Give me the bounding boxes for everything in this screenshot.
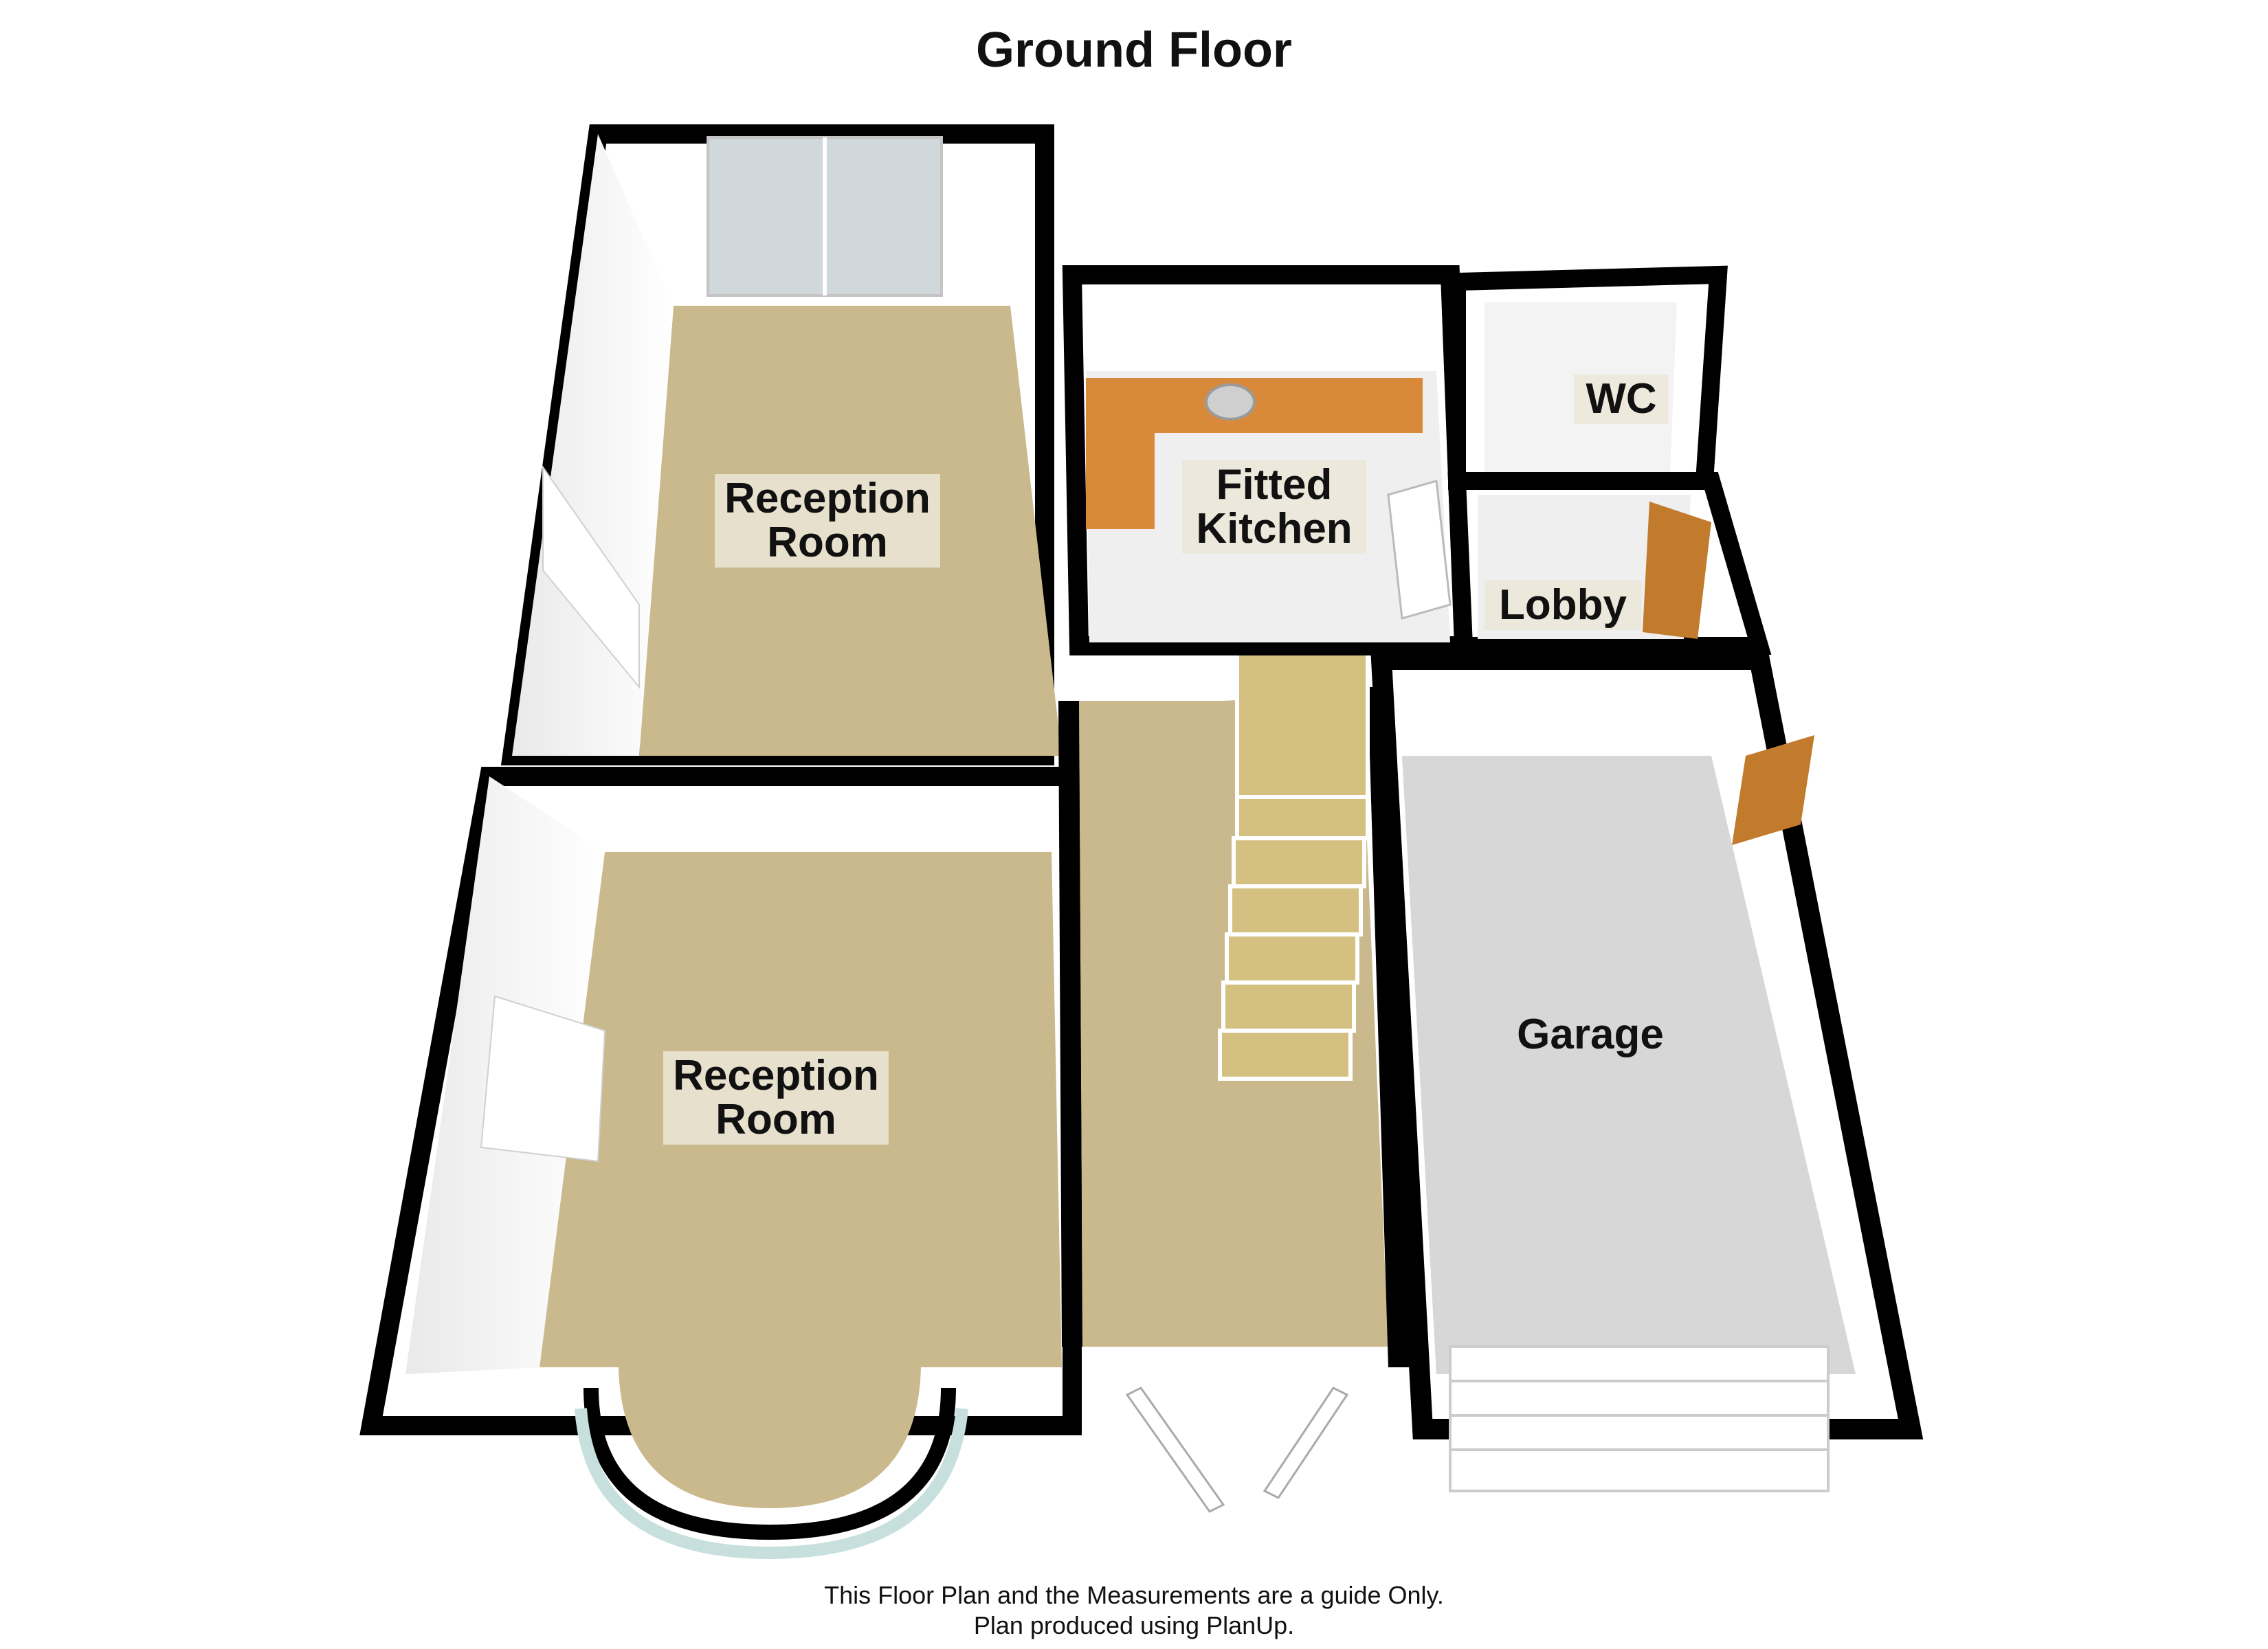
staircase [1218,589,1370,1081]
reception-room-top [500,124,1062,765]
page-title: Ground Floor [976,23,1292,78]
disclaimer-line-1: This Floor Plan and the Measurements are… [824,1581,1444,1609]
back-door [1643,502,1711,639]
garage-room [1370,649,1924,1492]
reception-room-bottom [359,767,1082,1560]
garage-door [1449,1345,1830,1492]
disclaimer-line-2: Plan produced using PlanUp. [973,1611,1295,1639]
room-label-lobby: Lobby [1485,581,1641,630]
room-label-garage: Garage [1517,1011,1664,1058]
room-label-kitchen: Fitted Kitchen [1182,460,1366,554]
room-label-reception-top: Reception Room [715,474,940,568]
room-label-wc: WC [1574,374,1669,424]
sink-icon [1205,383,1256,420]
room-label-reception-bottom: Reception Room [663,1051,889,1145]
front-door [1125,1387,1349,1513]
